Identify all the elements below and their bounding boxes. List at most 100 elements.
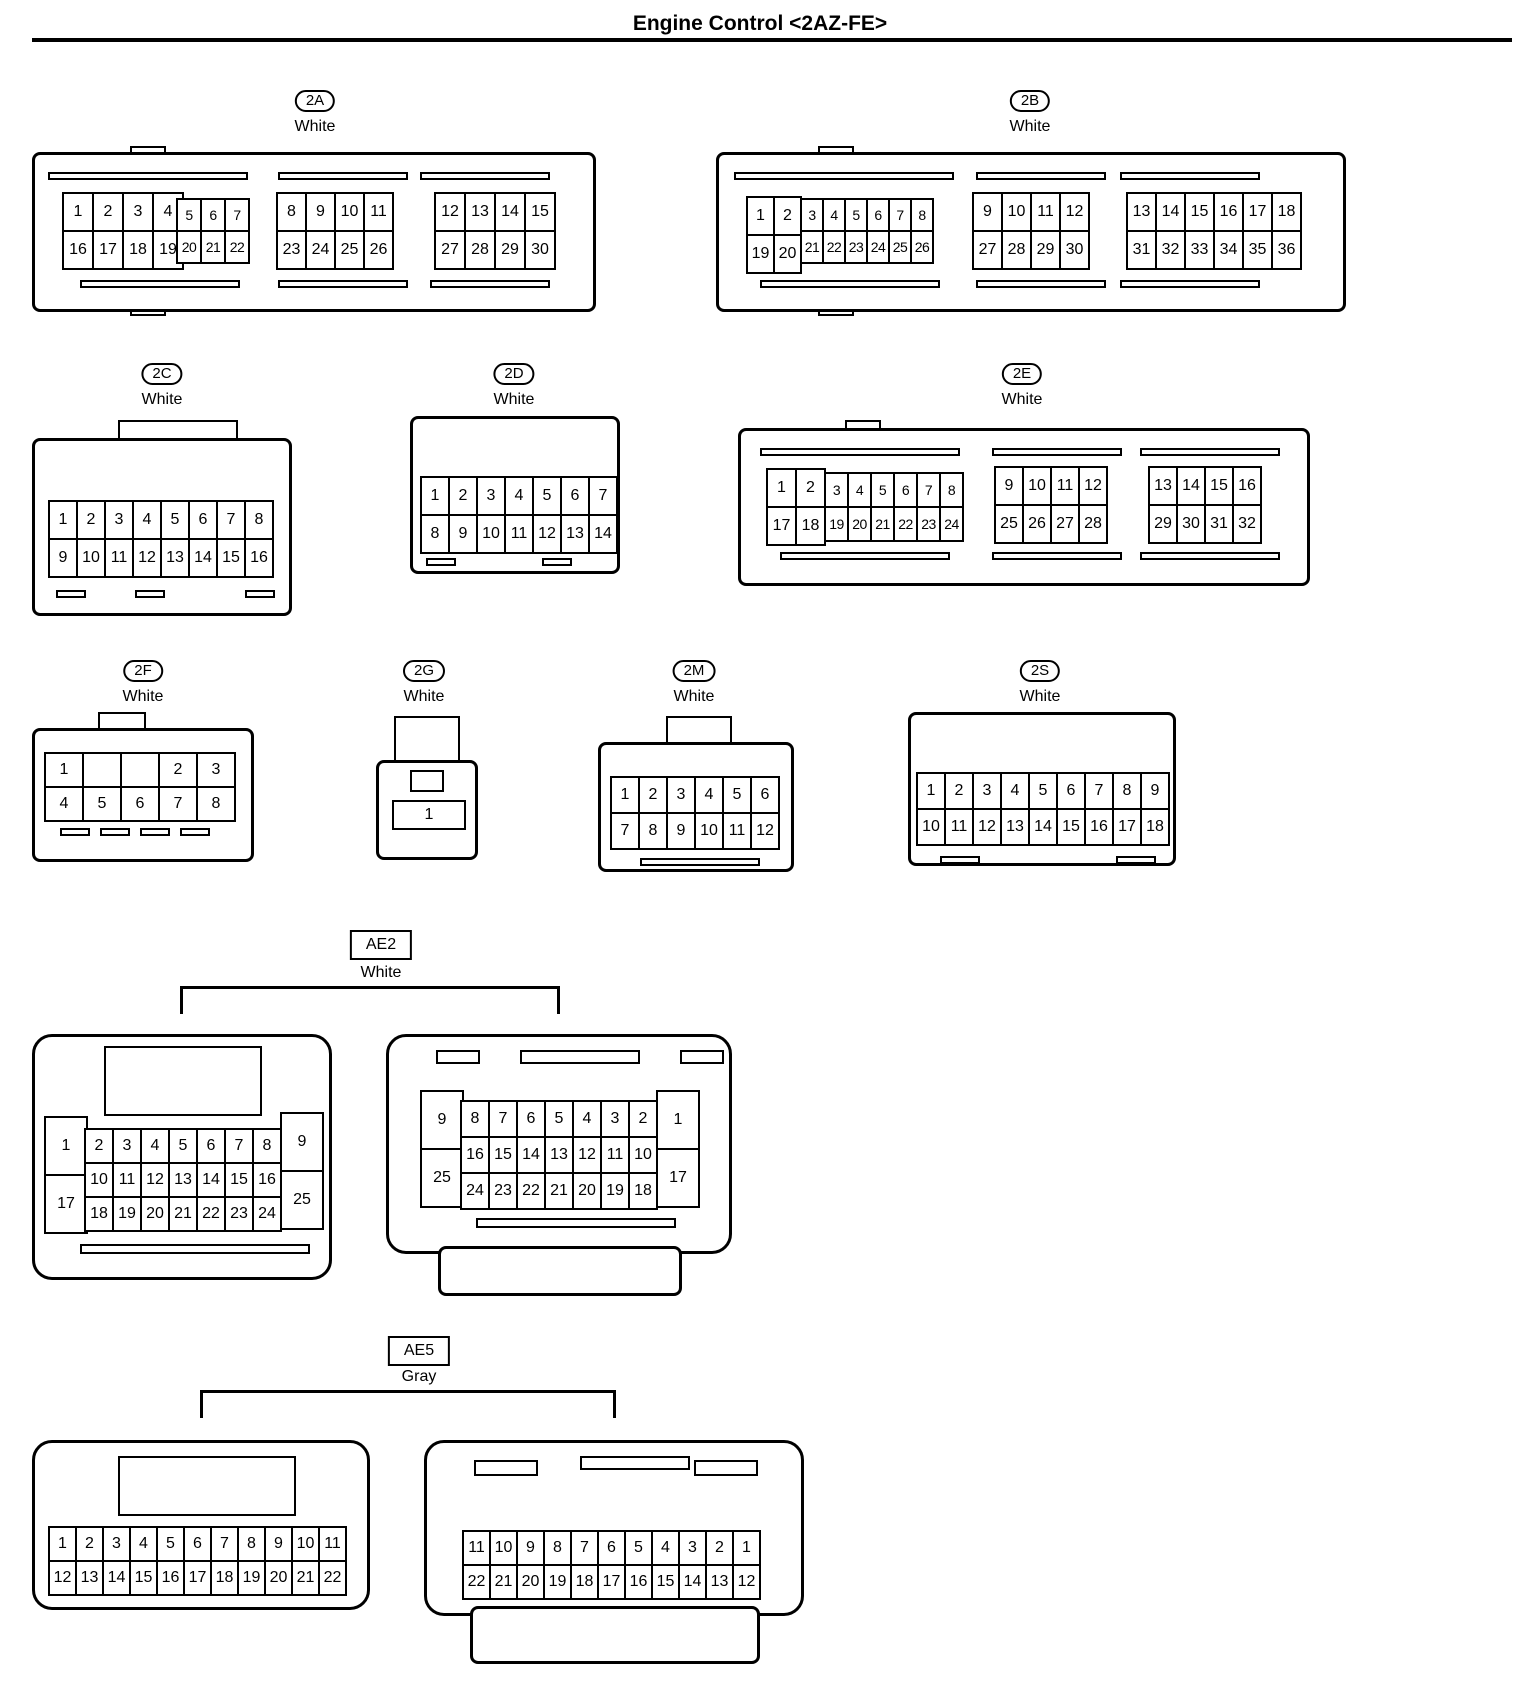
pin-cell: 8: [239, 1528, 264, 1560]
pin-cell: 22: [895, 508, 916, 540]
pin-cell: 9: [422, 1092, 462, 1148]
housing-rib: [48, 172, 248, 180]
pin-cell: 10: [918, 810, 944, 844]
pin-cell: 5: [162, 502, 188, 538]
pin-cell: 4: [131, 1528, 156, 1560]
pin-cell: 20: [178, 232, 200, 262]
pin-cell: 6: [198, 1130, 224, 1162]
housing-rib: [1116, 856, 1156, 864]
pin-cell: 22: [226, 232, 248, 262]
pin-cell: 15: [1206, 468, 1232, 504]
pin-cell: 15: [226, 1164, 252, 1196]
pin-cell: 21: [872, 508, 893, 540]
connector-color-label: White: [294, 118, 336, 135]
pin-cell: 21: [491, 1566, 516, 1598]
pin-cell: 10: [78, 540, 104, 576]
pin-cell: 22: [518, 1174, 544, 1208]
pin-cell: 8: [462, 1102, 488, 1136]
pin-cell: 8: [941, 474, 962, 506]
pin-cell: 5: [534, 478, 560, 514]
pin-cell: 11: [114, 1164, 140, 1196]
pin-cell: 10: [86, 1164, 112, 1196]
pin-cell: 22: [198, 1198, 224, 1230]
pin-cell: 13: [466, 194, 494, 230]
connector-code-badge: 2M: [672, 660, 716, 682]
pin-cell: 5: [872, 474, 893, 506]
pin-cell: 6: [518, 1102, 544, 1136]
pin-cell: 7: [1086, 774, 1112, 808]
pin-cell: 11: [602, 1138, 628, 1172]
pin-cell: 20: [142, 1198, 168, 1230]
pin-cell: 6: [895, 474, 916, 506]
pin-cell: 15: [131, 1562, 156, 1594]
pin-cell: 14: [496, 194, 524, 230]
pin-cell: 18: [797, 508, 824, 544]
pin-cell: 1: [64, 194, 92, 230]
pin-cell: 30: [526, 232, 554, 268]
pin-cell: 2: [946, 774, 972, 808]
pin-cell: 9: [668, 814, 694, 848]
pin-cell: 7: [590, 478, 616, 514]
pin-cell: 21: [202, 232, 224, 262]
pin-cell: 2: [77, 1528, 102, 1560]
pin-cell: 8: [1114, 774, 1140, 808]
pin-cell: 15: [490, 1138, 516, 1172]
pin-cell: 6: [752, 778, 778, 812]
connector-color-label: White: [360, 964, 402, 981]
pin-cell: 26: [912, 232, 932, 262]
pin-cell: 14: [104, 1562, 129, 1594]
pin-cell: 2: [630, 1102, 656, 1136]
pin-cell: 27: [974, 232, 1001, 268]
pin-cell: 28: [1080, 506, 1106, 542]
connector-housing-foot: [438, 1246, 682, 1296]
housing-latch: [118, 1456, 296, 1516]
pin-cell: 16: [158, 1562, 183, 1594]
connector-color-label: White: [1019, 688, 1061, 705]
pin-cell: 17: [768, 508, 795, 544]
pin-cell: 10: [478, 516, 504, 552]
housing-rib: [992, 448, 1122, 456]
pin-cell: 18: [1142, 810, 1168, 844]
pin-cell: 13: [1002, 810, 1028, 844]
pin-cell: 12: [574, 1138, 600, 1172]
pin-cell: 25: [336, 232, 363, 268]
housing-rib: [80, 1244, 310, 1254]
housing-rib: [640, 858, 760, 866]
page-title: Engine Control <2AZ-FE>: [632, 12, 888, 35]
pin-cell: 4: [696, 778, 722, 812]
connector-code-badge: 2S: [1019, 660, 1061, 682]
housing-rib: [1140, 448, 1280, 456]
pin-cell: 11: [506, 516, 532, 552]
pin-cell: 8: [640, 814, 666, 848]
pin-cell: 17: [46, 1176, 86, 1232]
pin-cell: 23: [226, 1198, 252, 1230]
pin-cell: 6: [202, 200, 224, 230]
pin-cell: 5: [84, 788, 120, 820]
pin-cell: 8: [278, 194, 305, 230]
pin-cell: 1: [394, 802, 464, 828]
pin-cell: 16: [246, 540, 272, 576]
pin-cell: 2: [707, 1532, 732, 1564]
pin-cell: 13: [162, 540, 188, 576]
pin-cell: 3: [106, 502, 132, 538]
housing-rib: [1120, 280, 1260, 288]
pin-cell: 10: [336, 194, 363, 230]
pin-cell: 29: [496, 232, 524, 268]
pin-cell: 27: [1052, 506, 1078, 542]
pin-cell: 7: [612, 814, 638, 848]
pin-cell: 16: [626, 1566, 651, 1598]
connector-housing-foot: [470, 1606, 760, 1664]
pin-cell: 2: [450, 478, 476, 514]
pin-cell: 5: [846, 200, 866, 230]
pin-cell: 25: [282, 1172, 322, 1228]
pin-cell: 23: [490, 1174, 516, 1208]
pin-cell: 5: [546, 1102, 572, 1136]
pin-cell: 22: [824, 232, 844, 262]
housing-rib: [1140, 552, 1280, 560]
